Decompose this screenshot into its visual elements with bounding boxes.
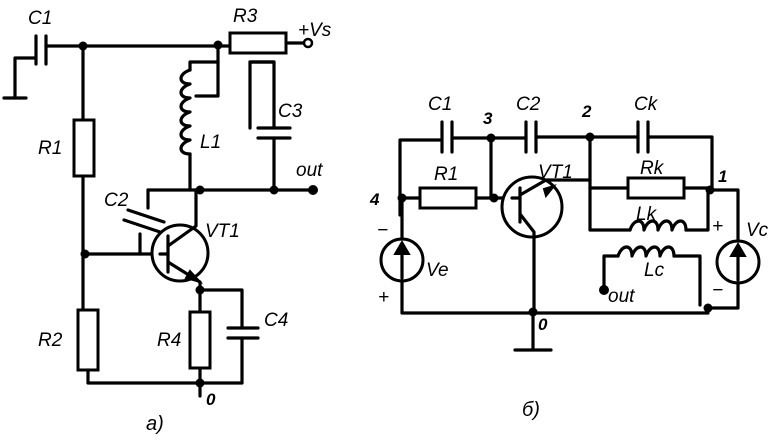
a-capacitor-c1 bbox=[34, 34, 48, 66]
b-wire-lc-left bbox=[602, 254, 620, 292]
b-inductor-lk bbox=[628, 219, 688, 232]
b-wire-ck-right bbox=[646, 135, 714, 192]
a-resistor-r4 bbox=[188, 310, 212, 370]
a-label-c2: C2 bbox=[104, 190, 129, 211]
b-label-out: out bbox=[608, 286, 635, 307]
b-wire-bottom-rail bbox=[400, 279, 710, 315]
a-terminal-out bbox=[308, 185, 318, 195]
a-resistor-r1 bbox=[72, 118, 96, 178]
a-label-l1: L1 bbox=[200, 132, 221, 153]
a-wire-bottom-rail bbox=[86, 368, 202, 385]
b-source-vc bbox=[715, 239, 761, 285]
b-wire-vc-bottom bbox=[706, 281, 740, 310]
b-transistor-vt1 bbox=[500, 175, 592, 312]
b-label-node-4: 4 bbox=[369, 190, 380, 209]
b-wire-lk-right bbox=[684, 188, 710, 232]
b-label-vc-minus: − bbox=[712, 280, 723, 301]
b-label-r1: R1 bbox=[434, 164, 458, 185]
a-transistor-vt1 bbox=[150, 188, 210, 292]
b-label-c2: C2 bbox=[516, 94, 541, 115]
a-label-r3: R3 bbox=[233, 6, 258, 27]
a-wire-c4-bottom bbox=[198, 336, 244, 385]
a-inductor-l1 bbox=[179, 68, 192, 156]
a-label-r1: R1 bbox=[38, 138, 62, 159]
a-label-r2: R2 bbox=[38, 330, 63, 351]
a-label-out: out bbox=[296, 160, 323, 181]
a-wire-c3-top bbox=[248, 60, 276, 130]
a-wire-c3-top2 bbox=[248, 60, 276, 130]
a-capacitor-c2 bbox=[122, 208, 166, 234]
a-label-vt1: VT1 bbox=[205, 221, 240, 242]
a-terminal-vs bbox=[302, 37, 314, 49]
a-label-ground: 0 bbox=[206, 390, 216, 409]
a-label-c3: C3 bbox=[278, 101, 303, 122]
a-caption: а) bbox=[146, 413, 164, 435]
a-capacitor-c4 bbox=[226, 326, 260, 340]
a-wire-c1-left bbox=[13, 56, 36, 100]
a-label-vs: +Vs bbox=[298, 20, 332, 41]
b-inductor-lc bbox=[616, 245, 676, 258]
b-label-node-2: 2 bbox=[581, 102, 592, 121]
b-label-lc: Lc bbox=[644, 260, 665, 281]
b-label-vt1: VT1 bbox=[538, 162, 573, 183]
b-label-ve-minus: − bbox=[377, 220, 388, 241]
circuit-a: C1 R3 +Vs C3 L1 out R1 C2 VT1 C4 R4 R2 0… bbox=[2, 6, 332, 435]
b-label-ground: 0 bbox=[538, 315, 548, 334]
a-label-r4: R4 bbox=[157, 330, 181, 351]
b-label-vc: Vc bbox=[746, 220, 769, 241]
b-label-c1: C1 bbox=[428, 94, 452, 115]
b-capacitor-c1 bbox=[440, 120, 454, 154]
b-label-ve: Ve bbox=[426, 260, 449, 281]
b-wire-lc-right bbox=[672, 254, 702, 307]
circuit-b: C1 C2 Ck 3 2 1 4 R1 VT1 Rk Lk Lc out Ve … bbox=[369, 94, 769, 421]
b-resistor-r1 bbox=[418, 186, 478, 210]
a-wire-c4-top bbox=[198, 288, 244, 330]
b-source-ve bbox=[379, 237, 425, 283]
b-caption: б) bbox=[522, 399, 540, 421]
b-label-rk: Rk bbox=[640, 158, 665, 179]
a-wire-l1-tap bbox=[194, 60, 220, 98]
a-wire-l1-top bbox=[188, 43, 220, 72]
b-label-vc-plus: + bbox=[712, 216, 723, 237]
b-wire-node2-down bbox=[588, 135, 632, 232]
b-wire-left-top bbox=[398, 138, 442, 217]
b-resistor-rk bbox=[626, 176, 686, 200]
b-terminal-out bbox=[599, 285, 609, 295]
b-label-ve-plus: + bbox=[378, 287, 389, 308]
b-wire-vc-top bbox=[710, 188, 740, 242]
b-label-lk: Lk bbox=[636, 204, 658, 225]
a-label-c1: C1 bbox=[28, 8, 52, 29]
a-resistor-r2 bbox=[76, 308, 100, 372]
b-label-node-3: 3 bbox=[483, 109, 493, 128]
b-label-node-1: 1 bbox=[718, 167, 727, 186]
a-label-c4: C4 bbox=[264, 310, 288, 331]
b-junction-vc bbox=[703, 303, 713, 313]
b-label-ck: Ck bbox=[634, 94, 659, 115]
a-resistor-r3 bbox=[228, 31, 288, 55]
